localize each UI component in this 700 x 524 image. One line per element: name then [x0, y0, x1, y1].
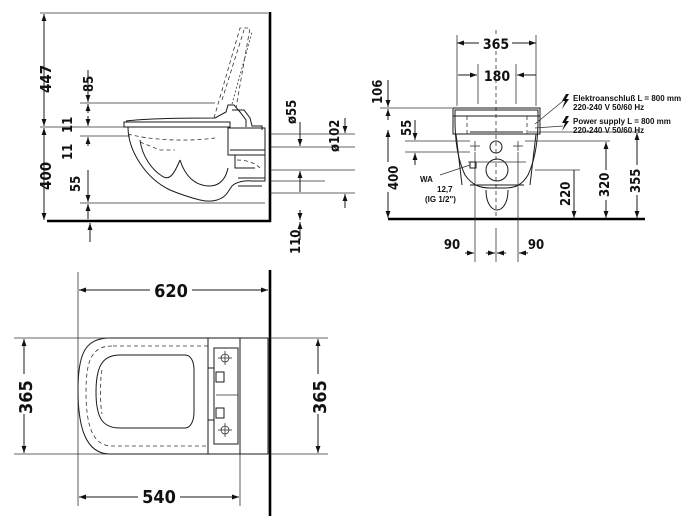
dim-90-right: 90	[528, 238, 544, 253]
wa-size: 12,7	[437, 185, 453, 194]
dim-11-bottom: 11	[61, 144, 76, 160]
dim-365-top-right: 365	[310, 380, 331, 414]
wa-thread: (IG 1/2")	[425, 195, 456, 204]
dim-320: 320	[598, 173, 613, 197]
seat	[123, 121, 231, 128]
lightning-icon-2	[562, 116, 569, 131]
wa-label: WA	[420, 175, 433, 184]
front-bowl-outline	[454, 109, 539, 189]
dim-90-left: 90	[444, 238, 460, 253]
top-view: 620 365 365	[14, 270, 331, 516]
dim-355: 355	[629, 169, 644, 193]
dim-365-front: 365	[483, 37, 509, 53]
power-de-spec: 220-240 V 50/60 Hz	[573, 103, 644, 112]
fixing-cross-left	[470, 141, 480, 151]
dim-55-front: 55	[400, 120, 415, 136]
water-inlet-circle	[489, 140, 503, 154]
fixing-cross-right	[513, 141, 523, 151]
dim-365-top-left: 365	[16, 380, 37, 414]
dim-dia-55: ø55	[285, 100, 300, 124]
lid-open-outline	[213, 27, 251, 119]
power-en-spec: 220-240 V 50/60 Hz	[573, 126, 644, 135]
top-fixing-cross-lower	[218, 423, 232, 437]
dim-220: 220	[559, 182, 574, 206]
dim-180: 180	[484, 69, 511, 85]
bowl-outline	[127, 126, 266, 202]
dim-11-top: 11	[61, 117, 76, 133]
dim-447: 447	[37, 65, 55, 93]
top-bowl-outline	[77, 337, 241, 455]
dim-85: 85	[82, 76, 97, 92]
dim-106: 106	[371, 80, 386, 104]
dim-110: 110	[289, 230, 304, 254]
dim-540: 540	[142, 487, 176, 508]
front-view: 365 180 Elektroanschluß L = 800 mm 220-2…	[371, 30, 681, 262]
dim-400-front: 400	[387, 166, 402, 190]
power-de-title: Elektroanschluß L = 800 mm	[573, 94, 681, 103]
dim-400: 400	[37, 162, 55, 190]
lightning-icon-1	[562, 94, 569, 109]
dim-55: 55	[69, 176, 84, 192]
top-fixing-cross-upper	[218, 351, 232, 365]
side-view: 447 85 11 11 400 55 ø55 ø102 110	[37, 12, 355, 254]
waste-outlet-circle	[485, 158, 509, 182]
dim-dia-102: ø102	[328, 120, 343, 152]
dim-620: 620	[154, 281, 188, 302]
power-en-title: Power supply L = 800 mm	[573, 117, 671, 126]
